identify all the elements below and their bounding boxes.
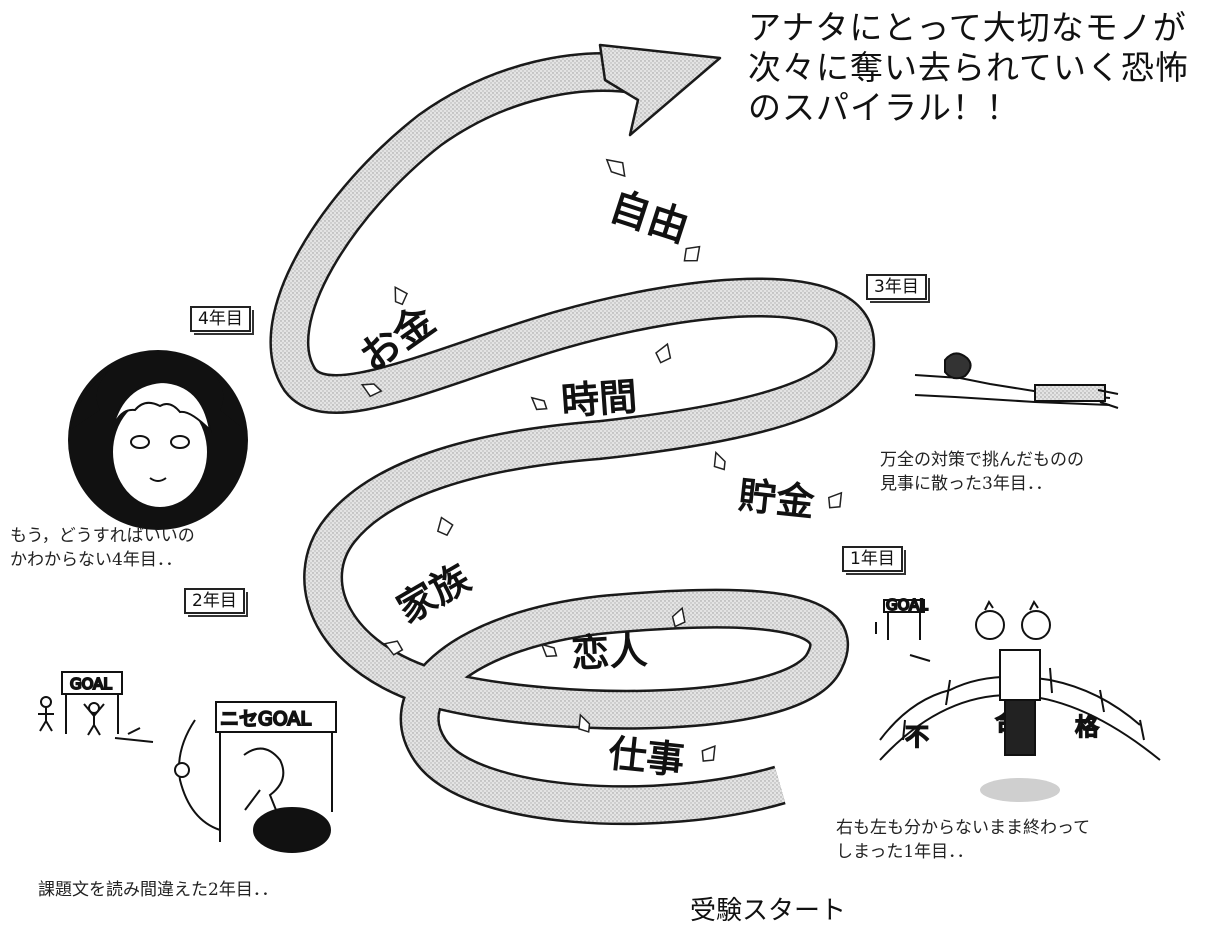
year1-label: 1年目 <box>842 546 906 575</box>
year2-goal-scene: GOAL ニセGOAL <box>38 671 337 853</box>
headline-line: アナタにとって大切なモノが <box>748 8 1187 47</box>
wing-icon <box>605 158 701 262</box>
caption-line: しまった1年目．． <box>836 842 974 862</box>
caption-line: 見事に散った3年目．． <box>880 474 1053 494</box>
fake-goal-sign: ニセGOAL <box>220 708 311 730</box>
goal-sign-tiny: GOAL <box>886 596 928 614</box>
headline: アナタにとって大切なモノが 次々に奪い去られていく恐怖 のスパイラル！！ <box>748 8 1198 128</box>
wing-icon <box>530 342 672 411</box>
spiral-arrowhead <box>598 43 722 137</box>
spiral-word-koibito: 恋人 <box>540 606 686 676</box>
wing-icon <box>713 450 843 509</box>
caption-line: かわからない4年目．． <box>10 550 183 570</box>
word-freedom: 自由 <box>604 183 694 251</box>
year4-face-illustration <box>68 350 248 530</box>
year3-fallen-figure <box>914 352 1119 409</box>
caption-line: 万全の対策で挑んだものの <box>880 450 1084 470</box>
word-lover: 恋人 <box>570 628 648 676</box>
spiral-band <box>269 43 876 826</box>
year1-failed-scene: 不 合 格 GOAL <box>875 595 1161 802</box>
word-time: 時間 <box>560 374 639 423</box>
sign-char-fu: 不 <box>905 723 929 751</box>
year4-label: 4年目 <box>190 306 254 335</box>
word-work: 仕事 <box>606 731 686 783</box>
caption-line: 右も左も分からないまま終わって <box>836 818 1091 838</box>
goal-sign-small: GOAL <box>70 675 112 693</box>
headline-line: のスパイラル！！ <box>748 88 1020 127</box>
year3-caption: 万全の対策で挑んだものの 見事に散った3年目．． <box>880 448 1084 496</box>
year1-caption: 右も左も分からないまま終わって しまった1年目．． <box>836 816 1090 864</box>
year2-label: 2年目 <box>184 588 248 617</box>
caption-line: もう，どうすればいいの <box>10 526 195 546</box>
word-family: 家族 <box>390 556 478 632</box>
exam-start-label: 受験スタート <box>690 896 847 926</box>
spiral-word-jikan: 時間 <box>530 342 672 424</box>
spiral-word-shigoto: 仕事 <box>578 713 716 783</box>
year3-label: 3年目 <box>866 274 930 303</box>
sign-char-kaku: 格 <box>1075 713 1099 741</box>
word-savings: 貯金 <box>736 473 817 525</box>
wing-icon <box>360 285 409 398</box>
wing-icon <box>578 713 716 762</box>
spiral-word-chokin: 貯金 <box>713 450 843 525</box>
wing-icon <box>540 606 686 658</box>
wing-icon <box>383 516 454 656</box>
year4-caption: もう，どうすればいいの かわからない4年目．． <box>10 524 195 572</box>
spiral-word-jiyu: 自由 <box>604 158 701 262</box>
year2-caption: 課題文を読み間違えた2年目．． <box>38 880 279 900</box>
headline-line: 次々に奪い去られていく恐怖 <box>748 48 1190 87</box>
